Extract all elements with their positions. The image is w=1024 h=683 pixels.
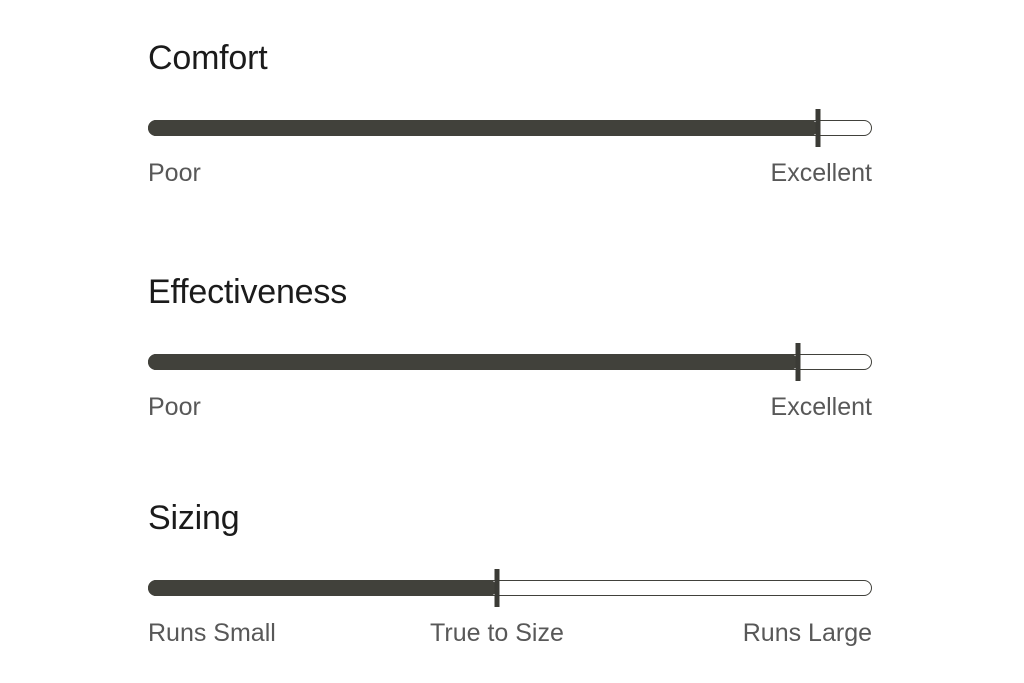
rating-title: Comfort	[148, 39, 268, 77]
scale-label-max: Runs Large	[742, 619, 872, 647]
slider-fill	[148, 354, 799, 370]
rating-slider-comfort[interactable]	[148, 109, 872, 147]
rating-group-sizing: Sizing Runs Small True to Size Runs Larg…	[148, 498, 872, 650]
rating-group-effectiveness: Effectiveness Poor Excellent	[148, 272, 872, 424]
slider-marker-tick[interactable]	[815, 109, 821, 147]
slider-fill	[148, 120, 818, 136]
rating-title: Sizing	[148, 499, 240, 537]
scale-label-min: Poor	[148, 393, 201, 421]
rating-title: Effectiveness	[148, 273, 347, 311]
slider-fill	[148, 580, 497, 596]
slider-scale-labels: Runs Small True to Size Runs Large	[148, 618, 872, 650]
slider-scale-labels: Poor Excellent	[148, 392, 872, 424]
scale-label-min: Runs Small	[148, 619, 276, 647]
rating-group-comfort: Comfort Poor Excellent	[148, 38, 872, 190]
scale-label-mid: True to Size	[430, 619, 564, 647]
scale-label-min: Poor	[148, 159, 201, 187]
scale-label-max: Excellent	[770, 159, 872, 187]
slider-marker-tick[interactable]	[494, 569, 500, 607]
slider-marker-tick[interactable]	[795, 343, 801, 381]
rating-slider-sizing[interactable]	[148, 569, 872, 607]
slider-scale-labels: Poor Excellent	[148, 158, 872, 190]
rating-slider-effectiveness[interactable]	[148, 343, 872, 381]
scale-label-max: Excellent	[770, 393, 872, 421]
